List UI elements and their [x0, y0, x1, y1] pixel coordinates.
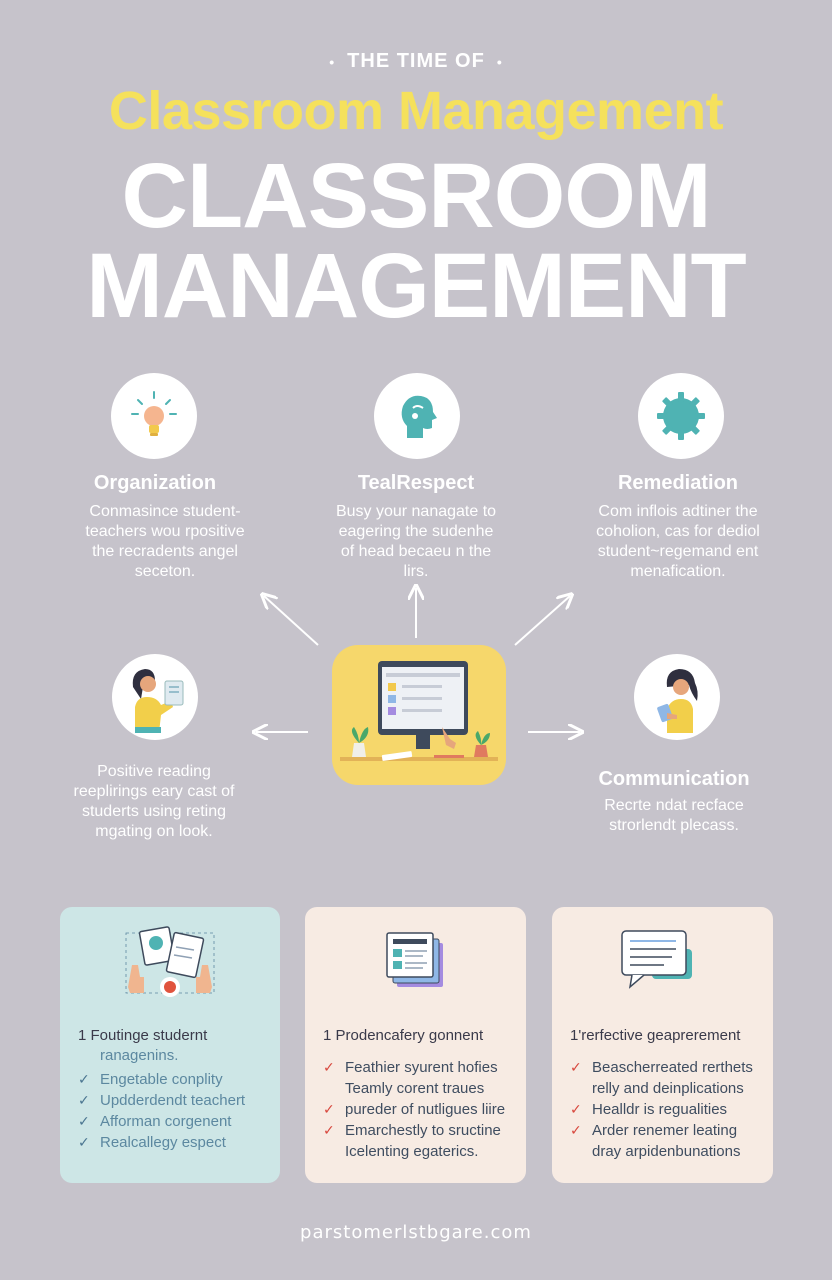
column-title-remediation: Remediation — [617, 472, 739, 494]
chat-bubble-icon — [621, 930, 692, 989]
checkmark-icon: ✓ — [323, 1122, 335, 1138]
person-tablet-icon — [634, 654, 720, 740]
checkmark-icon: ✓ — [78, 1113, 90, 1129]
card-3-title: 1'rerfective geaprerement — [570, 1027, 741, 1044]
text-line: the recradents angel — [92, 543, 238, 560]
title-line-2: MANAGEMENT — [86, 235, 747, 337]
text-line: coholion, cas for dediol — [596, 523, 760, 540]
text-line: seceton. — [134, 563, 196, 580]
text-line: Positive reading — [97, 763, 211, 780]
column-body-tealrespect: Busy your nanagate to eagering the suden… — [306, 502, 526, 582]
checkmark-icon: ✓ — [78, 1134, 90, 1150]
list-item-text: Afforman corgenent — [100, 1113, 232, 1130]
checkmark-icon: ✓ — [570, 1059, 582, 1075]
column-title-organization: Organization — [93, 472, 217, 494]
text-line: Recrte ndat recface — [604, 797, 744, 814]
text-line: menafication. — [630, 563, 726, 580]
card-2-title: 1 Prodencafery gonnent — [323, 1027, 484, 1044]
list-item-text: pureder of nutligues liire — [345, 1101, 506, 1118]
gear-icon — [638, 373, 724, 459]
list-item: ✓ Afforman corgenent — [78, 1111, 270, 1132]
list-item: ✓ Feathier syurent hofies Teamly corent t… — [323, 1057, 516, 1099]
kicker-dot-right: • — [496, 53, 503, 70]
header-kicker: • THE TIME OF • — [0, 50, 832, 73]
text-line: student~regemand ent — [597, 543, 759, 560]
list-item: ✓ Engetable conplity — [78, 1069, 270, 1090]
checkmark-icon: ✓ — [78, 1092, 90, 1108]
list-item-text: Healldr is regualities — [592, 1101, 728, 1118]
left-feature-body: Positive reading reeplirings eary cast o… — [44, 762, 264, 842]
header-subtitle: Classroom Management — [108, 81, 724, 141]
right-feature-body: Recrte ndat recface strorlendt plecass. — [564, 796, 784, 836]
card-2-list: ✓ Feathier syurent hofies Teamly corent t… — [305, 1057, 526, 1162]
text-line: Conmasince student- — [89, 503, 241, 520]
list-item: ✓ Updderdendt teachert — [78, 1090, 270, 1111]
info-card-3: 1'rerfective geaprerement ✓ Beascherreate… — [552, 907, 773, 1183]
computer-desk-illustration — [332, 645, 506, 785]
list-item-text: Realcallegy espect — [100, 1134, 226, 1151]
connector-arrows — [0, 580, 832, 750]
card-1-title: 1 Foutinge studernt — [78, 1027, 208, 1044]
kicker-text: THE TIME OF — [347, 50, 485, 72]
text-line: mgating on look. — [95, 823, 213, 840]
text-line: reeplirings eary cast of — [73, 783, 235, 800]
list-item-text: Feathier syurent hofies Teamly corent tr… — [345, 1059, 498, 1097]
card-1-list: ✓ Engetable conplity ✓ Updderdendt teacher… — [60, 1069, 280, 1153]
checkmark-icon: ✓ — [570, 1101, 582, 1117]
list-item-text: Emarchestly to sructine Icelenting egate… — [345, 1122, 501, 1160]
lightbulb-icon — [111, 373, 197, 459]
kicker-dot-left: • — [329, 53, 336, 70]
text-line: Busy your nanagate to — [335, 503, 497, 520]
list-item: ✓ Emarchestly to sructine Icelenting egat… — [323, 1120, 516, 1162]
checkmark-icon: ✓ — [323, 1101, 335, 1117]
list-item: ✓ Arder renemer leating dray arpidenbunat… — [570, 1120, 763, 1162]
text-line: Com inflois adtiner the — [598, 503, 758, 520]
column-body-remediation: Com inflois adtiner the coholion, cas fo… — [568, 502, 788, 582]
info-card-1: 1 Foutinge studernt ranagenins. ✓ Engetab… — [60, 907, 280, 1183]
text-line: strorlendt plecass. — [609, 817, 739, 834]
list-item: ✓ Beascherreated rerthets relly and deinp… — [570, 1057, 763, 1099]
checkmark-icon: ✓ — [323, 1059, 335, 1075]
list-item-text: Arder renemer leating dray arpidenbunati… — [592, 1122, 741, 1160]
person-reading-icon — [112, 654, 198, 740]
column-title-tealrespect: TealRespect — [357, 472, 475, 494]
info-card-2: 1 Prodencafery gonnent ✓ Feathier syurent… — [305, 907, 526, 1183]
checkmark-icon: ✓ — [78, 1071, 90, 1087]
card-1-subtitle: ranagenins. — [100, 1047, 179, 1064]
head-profile-icon — [374, 373, 460, 459]
text-line: lirs. — [403, 563, 429, 580]
list-item: ✓ pureder of nutligues liire — [323, 1099, 516, 1120]
list-item: ✓ Realcallegy espect — [78, 1132, 270, 1153]
text-line: teachers wou rpositive — [85, 523, 245, 540]
document-stack-icon — [386, 932, 443, 987]
list-item-text: Engetable conplity — [100, 1071, 223, 1088]
text-line: eagering the sudenhe — [338, 523, 494, 540]
list-item: ✓ Healldr is regualities — [570, 1099, 763, 1120]
footer-url[interactable]: parstomerlstbgare.com — [300, 1222, 532, 1243]
right-feature-title: Communication — [598, 768, 750, 790]
checkmark-icon: ✓ — [570, 1122, 582, 1138]
list-item-text: Beascherreated rerthets relly and deinpl… — [592, 1059, 753, 1097]
list-item-text: Updderdendt teachert — [100, 1092, 246, 1109]
title-line-1: CLASSROOM — [121, 145, 712, 247]
text-line: of head becaeu n the — [340, 543, 492, 560]
column-body-organization: Conmasince student- teachers wou rpositi… — [55, 502, 275, 582]
text-line: studerts using reting — [81, 803, 227, 820]
card-3-list: ✓ Beascherreated rerthets relly and deinp… — [552, 1057, 773, 1162]
hands-documents-icon — [125, 926, 215, 997]
